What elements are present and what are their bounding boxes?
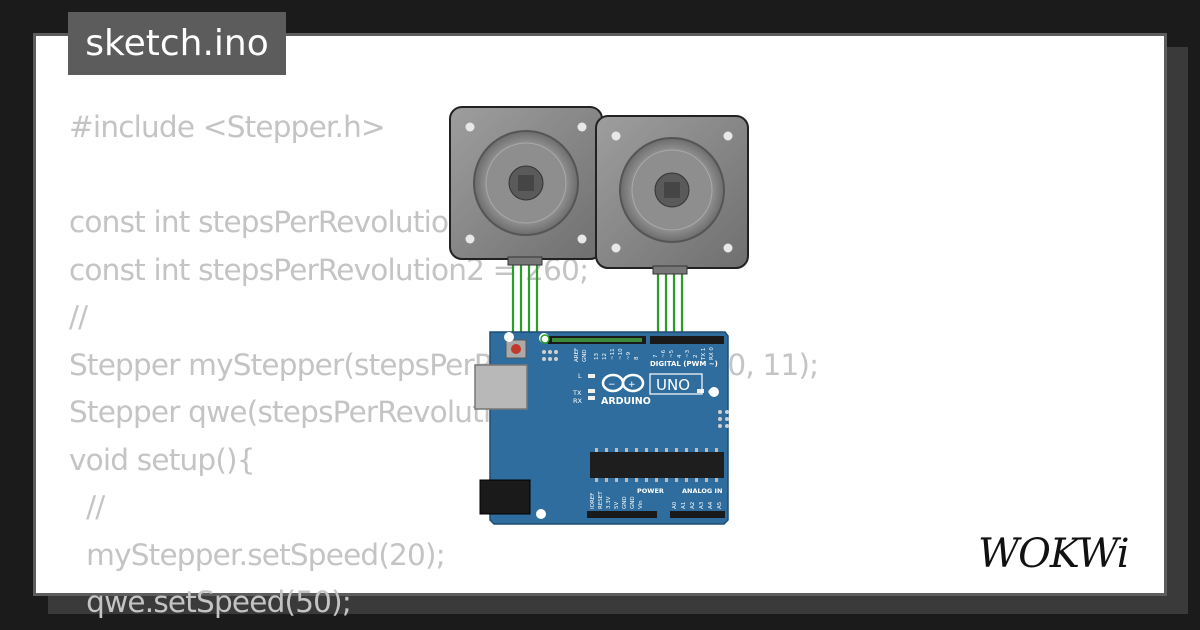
code-line: void setup(){ [69, 442, 256, 477]
digital-pin-label: TX 1 [701, 348, 707, 361]
code-line: // [69, 300, 88, 334]
aref-label: AREF [574, 348, 580, 362]
stepper-motor-1[interactable] [449, 106, 603, 266]
analog-label: ANALOG IN [682, 487, 722, 495]
digital-pin-label: 12 [602, 353, 608, 360]
gnd-label: GND [582, 349, 588, 362]
svg-text:+: + [628, 380, 636, 390]
digital-pin-label: ~9 [626, 351, 632, 360]
digital-pin-label: ~10 [618, 348, 624, 360]
brand-text: WOKWi [978, 531, 1129, 577]
digital-pin-label: ~6 [661, 349, 667, 358]
stepper-motor-2[interactable] [595, 115, 749, 275]
wire-bundle-right [656, 268, 684, 338]
code-line: mySteppe​r.setSpeed(20); [69, 537, 446, 572]
digital-pin-label: 13 [594, 353, 600, 360]
header-top-right [650, 336, 724, 344]
svg-text:−: − [608, 380, 616, 390]
wire-bundle-left [511, 258, 552, 338]
digital-pin-label: 8 [634, 356, 640, 360]
digital-pin-label: 2 [693, 355, 699, 359]
atmega-chip [590, 452, 724, 478]
l-label: L [578, 372, 582, 380]
analog-pin-label: A2 [690, 502, 696, 509]
code-line: #include <Stepper.h> [69, 110, 386, 144]
power-pin-label: GND [622, 496, 628, 509]
board-name: ARDUINO [601, 396, 651, 407]
code-line: // [69, 490, 105, 524]
code-line: qwe.setSpeed(50); [69, 585, 352, 619]
analog-pin-label: A3 [699, 501, 705, 509]
analog-pin-label: A0 [672, 501, 678, 509]
digital-pin-label: 7 [653, 354, 659, 358]
power-pin-label: Vin [638, 500, 644, 509]
arduino-uno-board[interactable]: − + UNO ARDUINO DIGITAL (PWM ~) TX RX L … [474, 331, 729, 525]
digital-label: DIGITAL (PWM ~) [650, 360, 718, 368]
analog-pin-label: A5 [717, 501, 723, 509]
header-analog [670, 511, 725, 518]
wokwi-logo: WOKWi [978, 531, 1130, 577]
digital-pin-label: RX 0 [709, 347, 715, 360]
power-pin-label: 5V [614, 502, 620, 509]
on-label: ON [708, 388, 718, 396]
analog-pin-label: A4 [708, 501, 714, 509]
analog-pin-label: A1 [681, 502, 687, 509]
board-model: UNO [656, 376, 690, 394]
file-tab[interactable]: sketch.ino [68, 12, 286, 75]
rx-label: RX [573, 397, 583, 405]
header-power [587, 511, 657, 518]
code-line: const int stepsPerRevolution2 = 260; [69, 252, 589, 287]
tx-label: TX [572, 389, 582, 397]
digital-pin-label: ~11 [610, 348, 616, 360]
power-pin-label: IOREF [590, 493, 596, 509]
digital-pin-label: 4 [677, 354, 683, 358]
power-pin-label: GND [630, 496, 636, 509]
power-jack [479, 479, 531, 515]
power-label: POWER [637, 487, 664, 495]
power-pin-label: 3.3V [606, 496, 612, 509]
power-pin-label: RESET [598, 491, 604, 509]
digital-pin-label: ~3 [685, 349, 691, 358]
arduino-logo-icon [601, 373, 645, 393]
digital-pin-label: ~5 [669, 349, 675, 358]
usb-port [474, 364, 528, 410]
